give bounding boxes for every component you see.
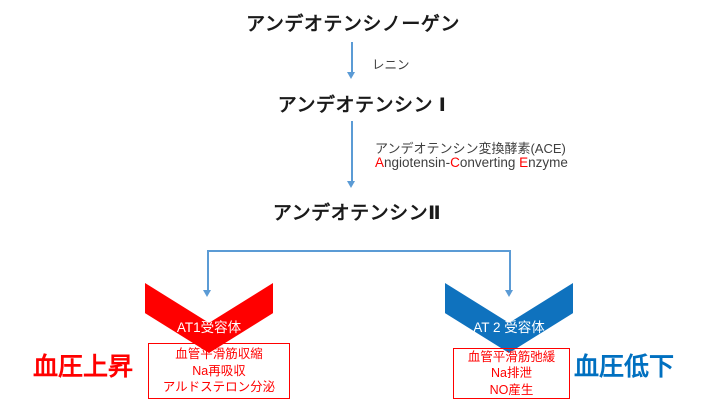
at1-effect-line: アルドステロン分泌 (162, 380, 276, 395)
angiotensinogen-title: アンデオテンシノーゲン (246, 14, 460, 35)
at1-effect-line: 血管平滑筋収縮 (175, 347, 263, 362)
ace-arrow-head (347, 181, 355, 188)
at2-receptor-label: AT 2 受容体 (473, 320, 545, 335)
ace-letter-c: C (450, 155, 460, 170)
ace-label-english: Angiotensin-Converting Enzyme (375, 155, 568, 170)
at2-outcome-text: 血圧低下 (574, 353, 675, 381)
at1-receptor-chevron: AT1受容体 (145, 283, 273, 353)
at1-receptor-label: AT1受容体 (176, 320, 242, 335)
at1-effects-box: 血管平滑筋収縮 Na再吸収 アルドステロン分泌 (148, 343, 290, 399)
renin-arrow-line (351, 42, 353, 73)
branch-right-line (509, 250, 511, 291)
ace-arrow-line (351, 121, 353, 182)
at2-effect-line: NO産生 (489, 382, 534, 397)
at2-effects-box: 血管平滑筋弛緩 Na排泄 NO産生 (453, 348, 570, 399)
renin-arrow-head (347, 72, 355, 79)
at2-effect-line: 血管平滑筋弛緩 (467, 349, 556, 364)
ace-text-1: ngiotensin- (384, 155, 451, 170)
ace-letter-e: E (519, 155, 529, 170)
at2-effect-line: Na排泄 (491, 366, 532, 381)
ace-letter-a: A (375, 155, 385, 170)
branch-left-line (207, 250, 209, 291)
ace-label-japanese: アンデオテンシン変換酵素(ACE) (375, 141, 566, 156)
branch-horizontal-line (207, 250, 511, 252)
at2-receptor-chevron: AT 2 受容体 (445, 283, 573, 353)
ace-text-3: nzyme (528, 155, 568, 170)
branch-right-arrow-head (505, 290, 513, 297)
renin-label: レニン (372, 58, 410, 72)
ace-text-2: onverting (459, 155, 520, 170)
at1-effect-line: Na再吸収 (192, 363, 246, 378)
branch-left-arrow-head (203, 290, 211, 297)
angiotensin1-title: アンデオテンシン Ⅰ (277, 95, 447, 116)
at1-outcome-text: 血圧上昇 (33, 353, 134, 381)
angiotensin2-title: アンデオテンシンⅡ (272, 203, 442, 224)
